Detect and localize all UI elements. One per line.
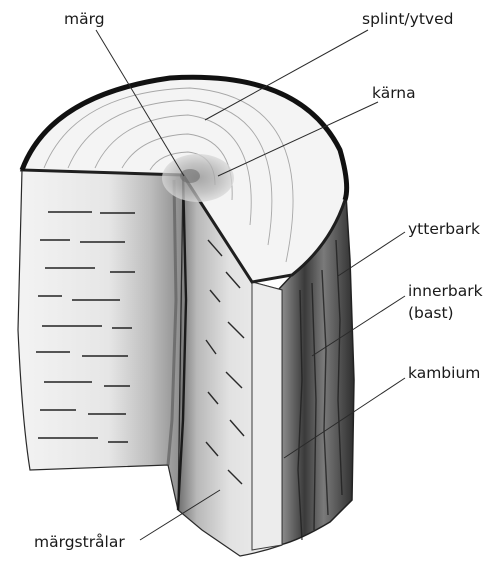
label-margstralar: märgstrålar [34,533,125,551]
wedge-left-face [18,170,183,510]
label-splint-ytved: splint/ytved [362,10,453,28]
label-innerbark: innerbark [408,282,483,300]
label-kambium: kambium [408,364,480,382]
label-marg: märg [64,10,105,28]
wedge-front-face [252,282,282,550]
label-bast: (bast) [408,304,454,322]
label-ytterbark: ytterbark [408,220,480,238]
label-karna: kärna [372,84,416,102]
